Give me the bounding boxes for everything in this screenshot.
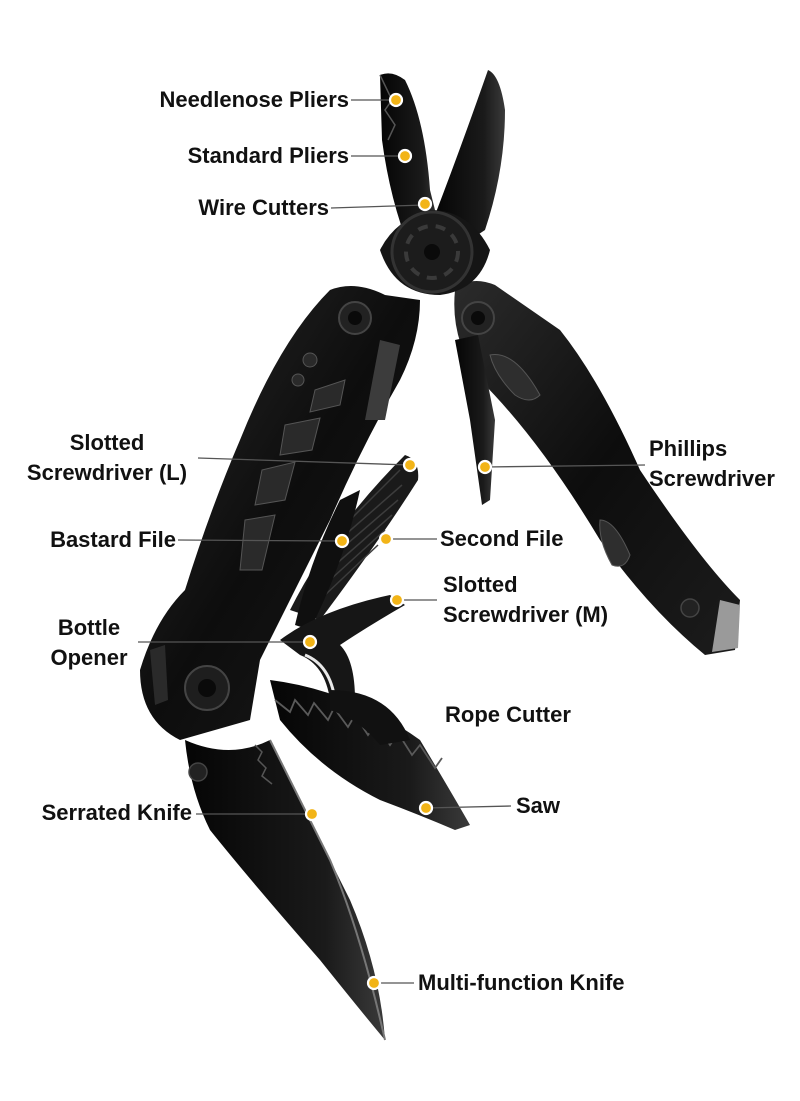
callout-dots: [302, 92, 493, 991]
saw-blade: [270, 680, 470, 830]
label-slotted-screwdriver-l: Slotted Screwdriver (L): [26, 430, 188, 485]
callout-leaders: [138, 99, 646, 984]
label-rope-cutter: Rope Cutter: [445, 702, 571, 727]
slotted-screwdriver-m-dot: [389, 592, 405, 608]
serrated-knife-dot: [304, 806, 320, 822]
label-bottle-opener: Bottle Opener: [50, 615, 128, 670]
wire-cutters-dot: [417, 196, 433, 212]
phillips-screwdriver-dot: [477, 459, 493, 475]
label-slotted-screwdriver-m: Slotted Screwdriver (M): [443, 572, 609, 627]
bastard-file-dot: [334, 533, 350, 549]
second-file-dot: [378, 531, 394, 547]
label-standard-pliers: Standard Pliers: [187, 143, 349, 168]
label-wire-cutters: Wire Cutters: [198, 195, 329, 220]
file-tools: [290, 455, 419, 630]
label-multi-function-knife: Multi-function Knife: [418, 970, 625, 995]
right-handle: [454, 281, 740, 655]
multi-function-knife-dot: [366, 975, 382, 991]
standard-pliers-dot: [397, 148, 413, 164]
slotted-screwdriver-l-dot: [402, 457, 418, 473]
label-second-file: Second File: [440, 526, 564, 551]
plier-jaws: [379, 70, 505, 295]
label-serrated-knife: Serrated Knife: [41, 800, 192, 825]
label-phillips-screwdriver: Phillips Screwdriver: [649, 436, 775, 491]
label-needlenose-pliers: Needlenose Pliers: [159, 87, 349, 112]
needlenose-pliers-dot: [388, 92, 404, 108]
bottle-opener-dot: [302, 634, 318, 650]
label-saw: Saw: [516, 793, 561, 818]
saw-dot: [418, 800, 434, 816]
label-bastard-file: Bastard File: [50, 527, 176, 552]
left-handle: [140, 286, 420, 740]
